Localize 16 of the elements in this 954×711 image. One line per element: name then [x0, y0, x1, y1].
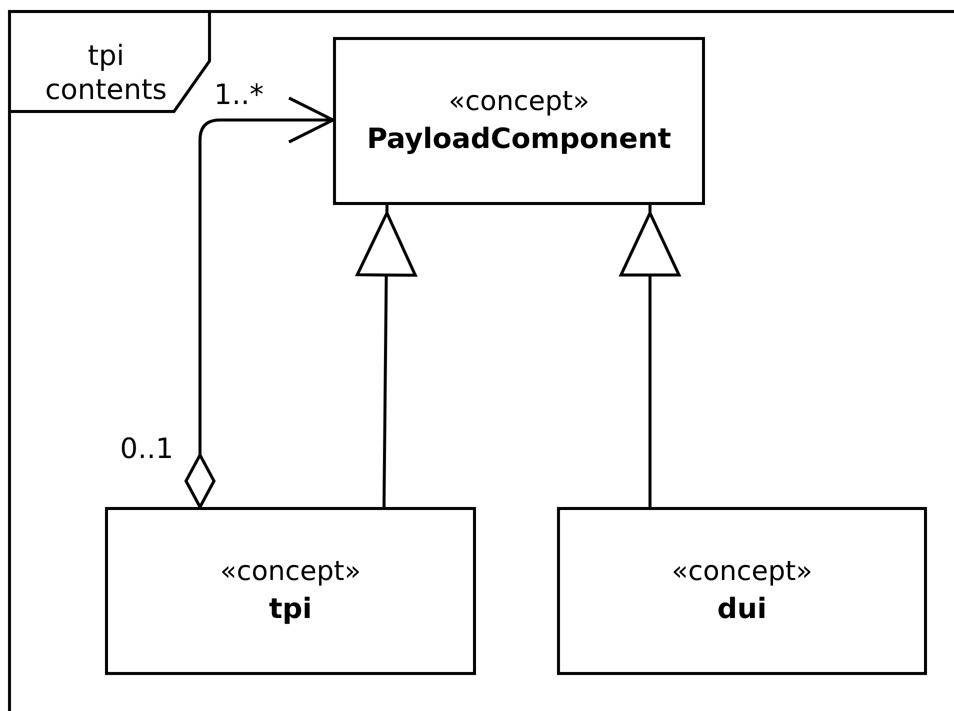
aggregation-arrow: [184, 96, 334, 508]
class-name: tpi: [268, 591, 312, 627]
stereotype: «concept»: [220, 555, 361, 589]
multiplicity-label: 1..*: [214, 78, 264, 112]
class-box: [333, 37, 705, 205]
frame-title: tpi contents: [44, 39, 168, 107]
class-box: [557, 507, 927, 675]
multiplicity-label: 0..1: [120, 432, 174, 466]
frame: [8, 10, 954, 711]
class-box: [105, 507, 476, 675]
stereotype: «concept»: [448, 85, 590, 119]
generalization-arrow: [620, 205, 680, 507]
class-name: PayloadComponent: [366, 121, 672, 157]
class-name: dui: [717, 591, 767, 627]
stereotype: «concept»: [672, 555, 812, 589]
generalization-arrow: [356, 204, 417, 508]
